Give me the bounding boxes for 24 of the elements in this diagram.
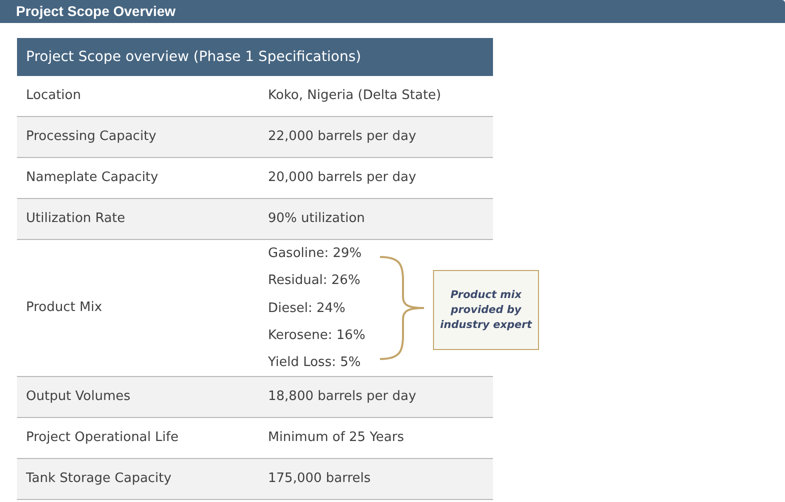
row-value: 18,800 barrels per day bbox=[268, 388, 416, 404]
row-label: Nameplate Capacity bbox=[26, 170, 158, 184]
row-value: Minimum of 25 Years bbox=[268, 430, 404, 444]
product-share: Yield Loss: 5% bbox=[268, 355, 361, 370]
product-share: Diesel: 24% bbox=[268, 300, 346, 316]
row-label: Processing Capacity bbox=[26, 128, 156, 144]
table-header: Project Scope overview (Phase 1 Specifications) bbox=[26, 49, 362, 65]
row-value: 90% utilization bbox=[268, 210, 365, 226]
title: Project Scope Overview bbox=[16, 3, 176, 19]
row-value: 20,000 barrels per day bbox=[268, 170, 416, 184]
row-label: Tank Storage Capacity bbox=[26, 470, 172, 486]
row-label: Product Mix bbox=[26, 300, 102, 314]
row-label: Location bbox=[26, 88, 81, 102]
callout-box bbox=[433, 270, 539, 350]
row-label: Project Operational Life bbox=[26, 430, 178, 444]
callout-note: Product mix provided by industry expert bbox=[439, 288, 534, 332]
row-value: Koko, Nigeria (Delta State) bbox=[268, 88, 442, 102]
row-value: 175,000 barrels bbox=[268, 470, 371, 486]
row-value: 22,000 barrels per day bbox=[268, 128, 416, 144]
product-share: Kerosene: 16% bbox=[268, 328, 366, 343]
row-label: Output Volumes bbox=[26, 388, 130, 404]
product-share: Gasoline: 29% bbox=[268, 246, 362, 261]
row-label: Utilization Rate bbox=[26, 210, 126, 226]
product-share: Residual: 26% bbox=[268, 273, 360, 288]
